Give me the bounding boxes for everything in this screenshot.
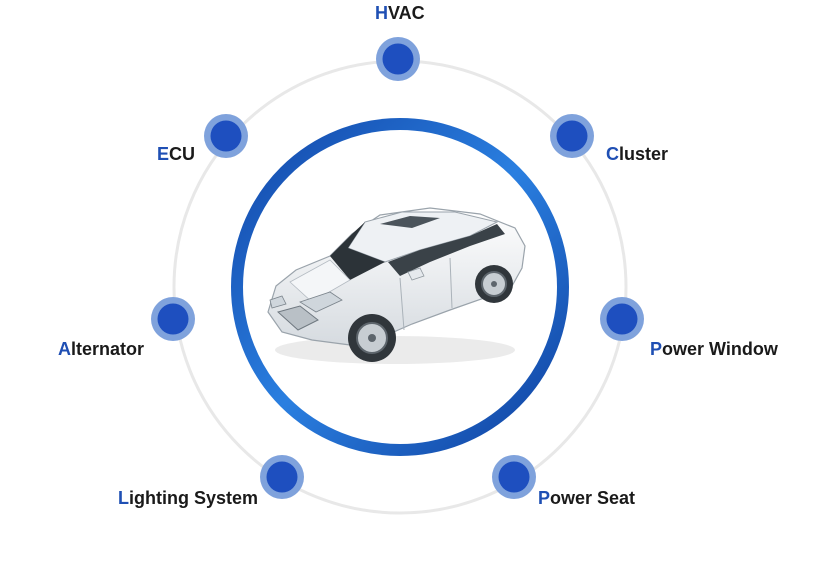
- node-dot-lighting-system: [266, 461, 298, 493]
- node-dot-power-seat: [498, 461, 530, 493]
- node-label-initial: P: [538, 488, 551, 508]
- node-dot-power-window: [606, 303, 638, 335]
- node-dot-ecu: [210, 120, 242, 152]
- node-label-initial: E: [157, 144, 170, 164]
- node-label-lighting-system: Lighting System: [118, 488, 258, 508]
- node-dot-hvac: [382, 43, 414, 75]
- node-label-rest: ighting System: [129, 488, 259, 508]
- node-dot-cluster: [556, 120, 588, 152]
- node-dot-alternator: [157, 303, 189, 335]
- node-label-hvac: HVAC: [375, 3, 425, 23]
- node-label-cluster: Cluster: [606, 144, 668, 164]
- node-label-alternator: Alternator: [58, 339, 144, 359]
- node-label-initial: L: [118, 488, 129, 508]
- car-image: [267, 207, 526, 364]
- node-label-initial: H: [375, 3, 388, 23]
- node-label-ecu: ECU: [157, 144, 195, 164]
- node-label-rest: CU: [169, 144, 196, 164]
- node-label-initial: P: [650, 339, 663, 359]
- node-label-power-seat: Power Seat: [538, 488, 635, 508]
- node-label-rest: ower Window: [662, 339, 778, 359]
- node-label-rest: ower Seat: [550, 488, 636, 508]
- node-label-power-window: Power Window: [650, 339, 778, 359]
- node-label-rest: luster: [619, 144, 669, 164]
- node-label-rest: lternator: [71, 339, 145, 359]
- node-label-initial: C: [606, 144, 619, 164]
- node-label-initial: A: [58, 339, 71, 359]
- node-label-rest: VAC: [388, 3, 425, 23]
